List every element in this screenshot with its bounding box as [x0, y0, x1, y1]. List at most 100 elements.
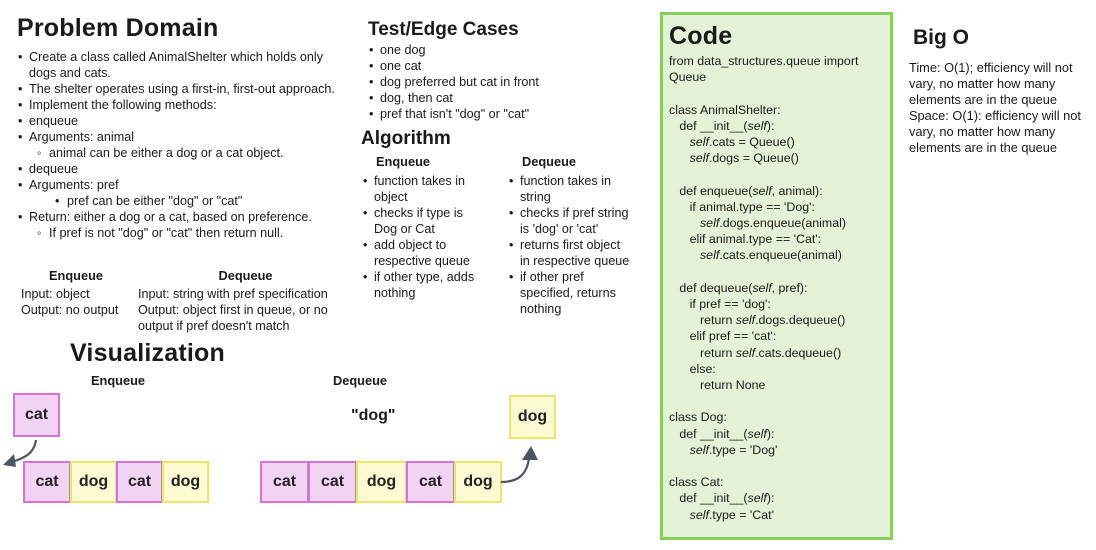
test-cases-section: Test/Edge Cases one dog one cat dog pref… — [368, 19, 568, 122]
code-line: return self.cats.dequeue() — [669, 345, 842, 360]
list-item: pref can be either "dog" or "cat" — [17, 193, 352, 209]
dequeue-input: Input: string with pref specification — [138, 287, 328, 301]
list-item: Create a class called AnimalShelter whic… — [17, 49, 352, 81]
viz-dequeue-node: cat — [308, 461, 357, 503]
list-item: one cat — [368, 58, 568, 74]
code-line: self.cats.enqueue(animal) — [699, 248, 842, 263]
viz-dequeue-arrow — [500, 446, 538, 484]
dequeue-output-cont: output if pref doesn't match — [138, 319, 290, 333]
list-item: animal can be either a dog or a cat obje… — [17, 145, 352, 161]
viz-enqueue-node: dog — [162, 461, 209, 503]
list-item: function takes in string — [508, 173, 633, 205]
viz-enqueue-node: dog — [70, 461, 117, 503]
algorithm-dequeue-list: function takes in string checks if pref … — [508, 173, 633, 317]
algorithm-enqueue: Enqueue function takes in object checks … — [362, 154, 487, 301]
viz-enqueue-new-node: cat — [13, 393, 60, 437]
code-line: def __init__(self): — [669, 426, 775, 441]
list-item: Return: either a dog or a cat, based on … — [17, 209, 352, 225]
code-line: else: — [669, 361, 716, 376]
list-item: If pref is not "dog" or "cat" then retur… — [17, 225, 352, 241]
viz-enqueue-arrow — [3, 439, 38, 467]
list-item: dog preferred but cat in front — [368, 74, 568, 90]
code-line: if pref == 'dog': — [669, 297, 771, 311]
dequeue-io-title: Dequeue — [218, 268, 273, 283]
dequeue-output: Output: object first in queue, or no — [138, 303, 328, 317]
node-label: dog — [170, 473, 201, 490]
visualization-title: Visualization — [70, 339, 225, 367]
code-line: self.type = 'Cat' — [689, 507, 774, 522]
big-o-title: Big O — [913, 26, 969, 49]
code-title: Code — [669, 22, 733, 50]
viz-enqueue-node: cat — [116, 461, 163, 503]
code-line: elif pref == 'cat': — [669, 329, 777, 344]
list-item: pref that isn't "dog" or "cat" — [368, 106, 568, 122]
code-line — [669, 393, 890, 409]
code-line: return self.dogs.dequeue() — [669, 313, 846, 328]
algorithm-enqueue-title: Enqueue — [376, 154, 431, 169]
algorithm-dequeue: Dequeue function takes in string checks … — [508, 154, 633, 317]
viz-dequeue-label: Dequeue — [333, 373, 388, 388]
code-line: class Dog: — [669, 410, 727, 425]
list-item: checks if type is Dog or Cat — [362, 205, 487, 237]
problem-domain-section: Problem Domain Create a class called Ani… — [17, 14, 352, 241]
code-line: def dequeue(self, pref): — [669, 280, 808, 295]
big-o-space: Space: O(1): efficiency will not vary, n… — [909, 108, 1081, 155]
viz-dequeue-node: cat — [406, 461, 455, 503]
test-cases-title: Test/Edge Cases — [368, 19, 519, 40]
code-line: Queue — [669, 70, 707, 85]
big-o-section: Big O Time: O(1); efficiency will not va… — [909, 26, 1093, 156]
viz-enqueue-node: cat — [23, 461, 71, 503]
node-label: cat — [418, 473, 443, 490]
list-item: function takes in object — [362, 173, 487, 205]
enqueue-io-title: Enqueue — [48, 268, 104, 283]
list-item: dequeue — [17, 161, 352, 177]
code-line: def __init__(self): — [669, 118, 775, 133]
algorithm-section: Algorithm — [361, 128, 651, 150]
list-item: The shelter operates using a first-in, f… — [17, 81, 352, 97]
list-item: if other pref specified, returns nothing — [508, 269, 633, 317]
code-line: def __init__(self): — [669, 491, 775, 506]
viz-dequeue-node: dog — [356, 461, 407, 503]
node-label: cat — [272, 473, 297, 490]
node-label: dog — [517, 408, 548, 425]
code-line — [669, 264, 890, 280]
list-item: Arguments: animal — [17, 129, 352, 145]
viz-enqueue-label: Enqueue — [91, 373, 146, 388]
list-item: enqueue — [17, 113, 352, 129]
algorithm-enqueue-list: function takes in object checks if type … — [362, 173, 487, 301]
code-line: class Cat: — [669, 475, 724, 490]
enqueue-input: Input: object — [21, 287, 90, 301]
code-line — [669, 458, 890, 474]
code-line: self.dogs = Queue() — [689, 151, 799, 166]
code-line: self.cats = Queue() — [689, 135, 795, 149]
algorithm-dequeue-title: Dequeue — [522, 154, 577, 169]
list-item: if other type, adds nothing — [362, 269, 487, 301]
code-line: elif animal.type == 'Cat': — [669, 232, 822, 247]
problem-domain-list: Create a class called AnimalShelter whic… — [17, 49, 352, 241]
code-line: from data_structures.queue import — [669, 54, 859, 68]
algorithm-title: Algorithm — [361, 128, 451, 149]
node-label: dog — [78, 473, 109, 490]
viz-dequeue-out-node: dog — [509, 395, 556, 439]
code-line: self.dogs.enqueue(animal) — [699, 216, 847, 230]
node-label: cat — [320, 473, 345, 490]
code-line — [669, 166, 890, 182]
list-item: dog, then cat — [368, 90, 568, 106]
list-item: returns first object in respective queue — [508, 237, 633, 269]
list-item: Arguments: pref — [17, 177, 352, 193]
node-label: dog — [463, 473, 493, 490]
enqueue-io: Enqueue Input: object Output: no output — [21, 268, 131, 318]
viz-dequeue-pref: "dog" — [351, 407, 396, 424]
viz-dequeue-node: dog — [454, 461, 502, 503]
dequeue-io: Dequeue Input: string with pref specific… — [138, 268, 353, 334]
list-item: one dog — [368, 42, 568, 58]
test-cases-list: one dog one cat dog preferred but cat in… — [368, 42, 568, 122]
list-item: checks if pref string is 'dog' or 'cat' — [508, 205, 633, 237]
node-label: cat — [35, 473, 59, 490]
code-line: def enqueue(self, animal): — [669, 183, 823, 198]
viz-dequeue-node: cat — [260, 461, 309, 503]
big-o-time: Time: O(1); efficiency will not vary, no… — [909, 60, 1073, 107]
node-label: dog — [366, 473, 397, 490]
node-label: cat — [127, 473, 152, 490]
